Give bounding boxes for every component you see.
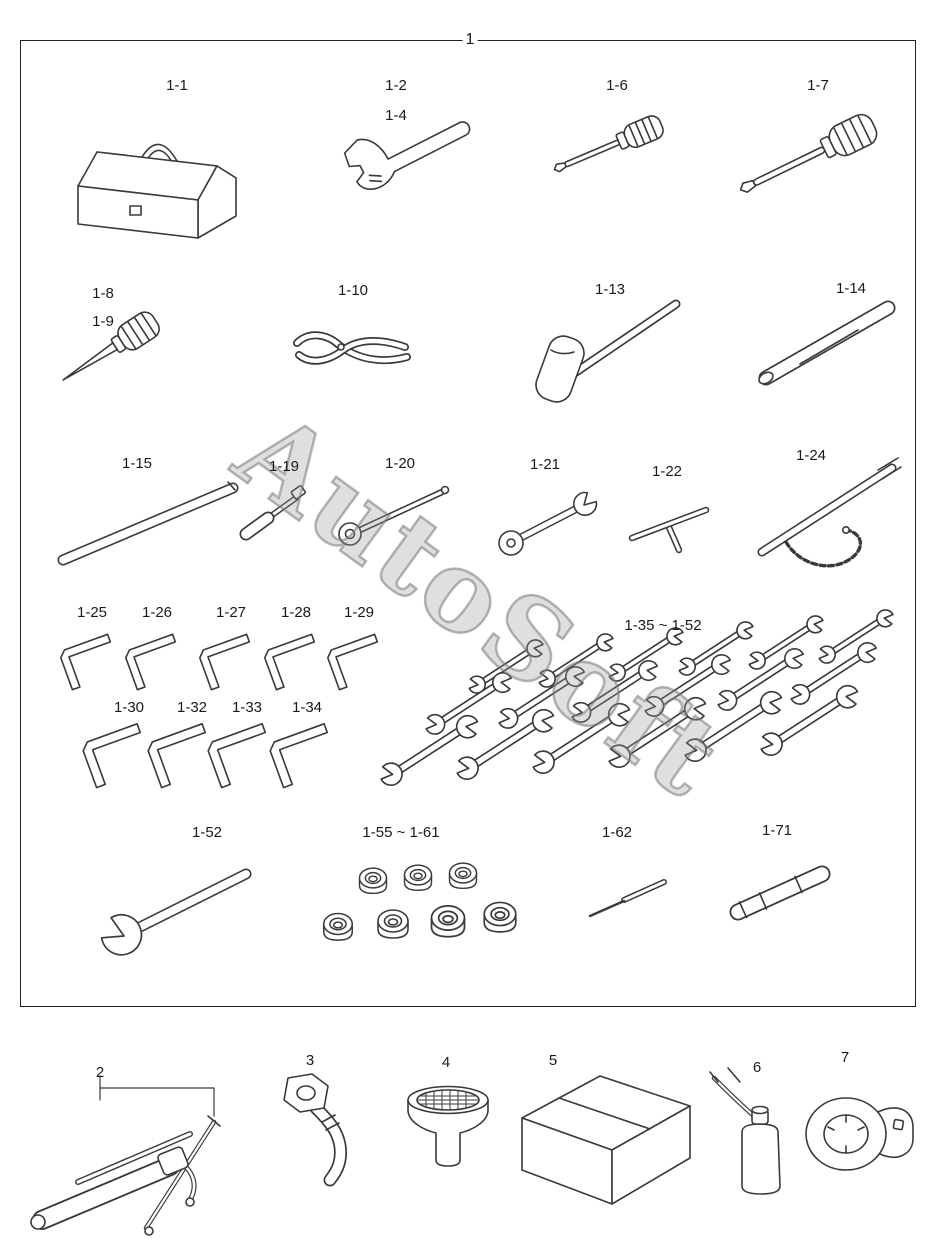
grease-gun-svg: [30, 1075, 221, 1236]
storage-box-svg: [521, 1075, 691, 1205]
storage-box-illustration: [512, 1066, 697, 1211]
label-adjustable-wrench-top: 1-2: [385, 77, 407, 94]
label-chain-wrench: 1-24: [795, 447, 827, 464]
label-funnel: 4: [441, 1054, 451, 1071]
hammer-illustration: [518, 288, 688, 410]
handle-wrench-svg: [338, 485, 450, 546]
label-screwdriver-small: 1-6: [606, 77, 628, 94]
pliers-svg: [283, 303, 423, 395]
label-handle-wrench: 1-20: [384, 455, 416, 472]
screwdriver-small-svg: [553, 115, 664, 173]
label-lever-tool: 1-14: [835, 280, 867, 297]
funnel-svg: [407, 1085, 489, 1167]
label-socket-adapter: 1-19: [268, 458, 300, 475]
label-plug-socket: 1-71: [761, 822, 793, 839]
hex-key-9-illustration: [267, 723, 343, 792]
oil-can-illustration: [702, 1062, 797, 1204]
label-adjustable-wrench-bottom: 1-4: [385, 107, 407, 124]
awl-illustration: [45, 300, 180, 395]
extension-rod-svg: [45, 481, 250, 573]
label-pin-punch: 1-62: [601, 824, 633, 841]
screwdriver-large-svg: [739, 113, 878, 193]
pliers-illustration: [283, 303, 423, 395]
adjustable-wrench-illustration: [338, 103, 483, 203]
adjustable-wrench-svg: [343, 121, 471, 190]
label-hex-key-6: 1-30: [113, 699, 145, 716]
screwdriver-large-illustration: [726, 105, 891, 210]
label-hex-key-8: 1-33: [231, 699, 263, 716]
label-t-handle-wrench: 1-22: [651, 463, 683, 480]
label-awl-top: 1-8: [92, 285, 114, 302]
label-ratchet-handle: 1-21: [529, 456, 561, 473]
t-handle-wrench-svg: [622, 492, 717, 554]
label-hex-key-2: 1-26: [141, 604, 173, 621]
handle-wrench-illustration: [330, 472, 455, 550]
funnel-illustration: [398, 1076, 498, 1191]
open-end-wrench-svg: [97, 848, 268, 963]
label-locknut-wrench: 7: [840, 1049, 850, 1066]
label-toolbox: 1-1: [166, 77, 188, 94]
label-oil-can: 6: [752, 1059, 762, 1076]
label-hex-key-5: 1-29: [343, 604, 375, 621]
hex-key-2-illustration: [122, 633, 189, 694]
socket-set-svg: [322, 862, 517, 941]
label-hex-key-4: 1-28: [280, 604, 312, 621]
label-hex-key-3: 1-27: [215, 604, 247, 621]
label-extension-rod: 1-15: [121, 455, 153, 472]
label-storage-box: 5: [548, 1052, 558, 1069]
grease-gun-illustration: [22, 1070, 237, 1245]
kit-number-label: 1: [453, 31, 487, 49]
chain-wrench-illustration: [742, 448, 907, 576]
label-open-end-wrench: 1-52: [191, 824, 223, 841]
socket-adapter-illustration: [230, 472, 320, 552]
label-awl-bottom: 1-9: [92, 313, 114, 330]
hex-key-1-illustration: [57, 633, 124, 694]
ratchet-handle-svg: [498, 488, 601, 556]
lever-tool-illustration: [740, 288, 905, 396]
socket-set-illustration: [318, 848, 523, 960]
screwdriver-small-illustration: [540, 108, 670, 188]
wrench-set-svg: [368, 630, 908, 800]
hex-key-4-illustration: [261, 633, 328, 694]
locknut-wrench-illustration: [798, 1082, 918, 1182]
label-wrench-set: 1-35 ~ 1-52: [624, 617, 702, 634]
label-hammer: 1-13: [594, 281, 626, 298]
label-socket-set: 1-55 ~ 1-61: [362, 824, 440, 841]
label-screwdriver-large: 1-7: [807, 77, 829, 94]
hex-key-3-illustration: [196, 633, 263, 694]
extension-rod-illustration: [45, 468, 250, 573]
label-pliers: 1-10: [337, 282, 369, 299]
toolbox-illustration: [58, 90, 268, 250]
label-hose-fitting: 3: [305, 1052, 315, 1069]
lever-tool-svg: [758, 288, 905, 396]
plug-socket-illustration: [716, 852, 841, 930]
hose-fitting-illustration: [272, 1068, 382, 1190]
wrench-set-illustration: [368, 630, 908, 800]
hammer-svg: [535, 288, 688, 403]
toolbox-svg: [77, 143, 237, 239]
t-handle-wrench-illustration: [622, 492, 717, 554]
label-hex-key-1: 1-25: [76, 604, 108, 621]
pin-punch-svg: [588, 868, 673, 918]
label-grease-gun: 2: [95, 1064, 105, 1081]
pin-punch-illustration: [578, 868, 673, 926]
ratchet-handle-illustration: [492, 482, 601, 562]
open-end-wrench-illustration: [97, 848, 268, 963]
label-hex-key-7: 1-32: [176, 699, 208, 716]
label-hex-key-9: 1-34: [291, 699, 323, 716]
oil-can-svg: [709, 1067, 781, 1195]
hose-fitting-svg: [283, 1073, 382, 1190]
plug-socket-svg: [716, 852, 841, 930]
socket-adapter-svg: [230, 485, 306, 552]
locknut-wrench-svg: [805, 1097, 914, 1171]
chain-wrench-svg: [742, 457, 902, 568]
awl-svg: [62, 311, 160, 381]
